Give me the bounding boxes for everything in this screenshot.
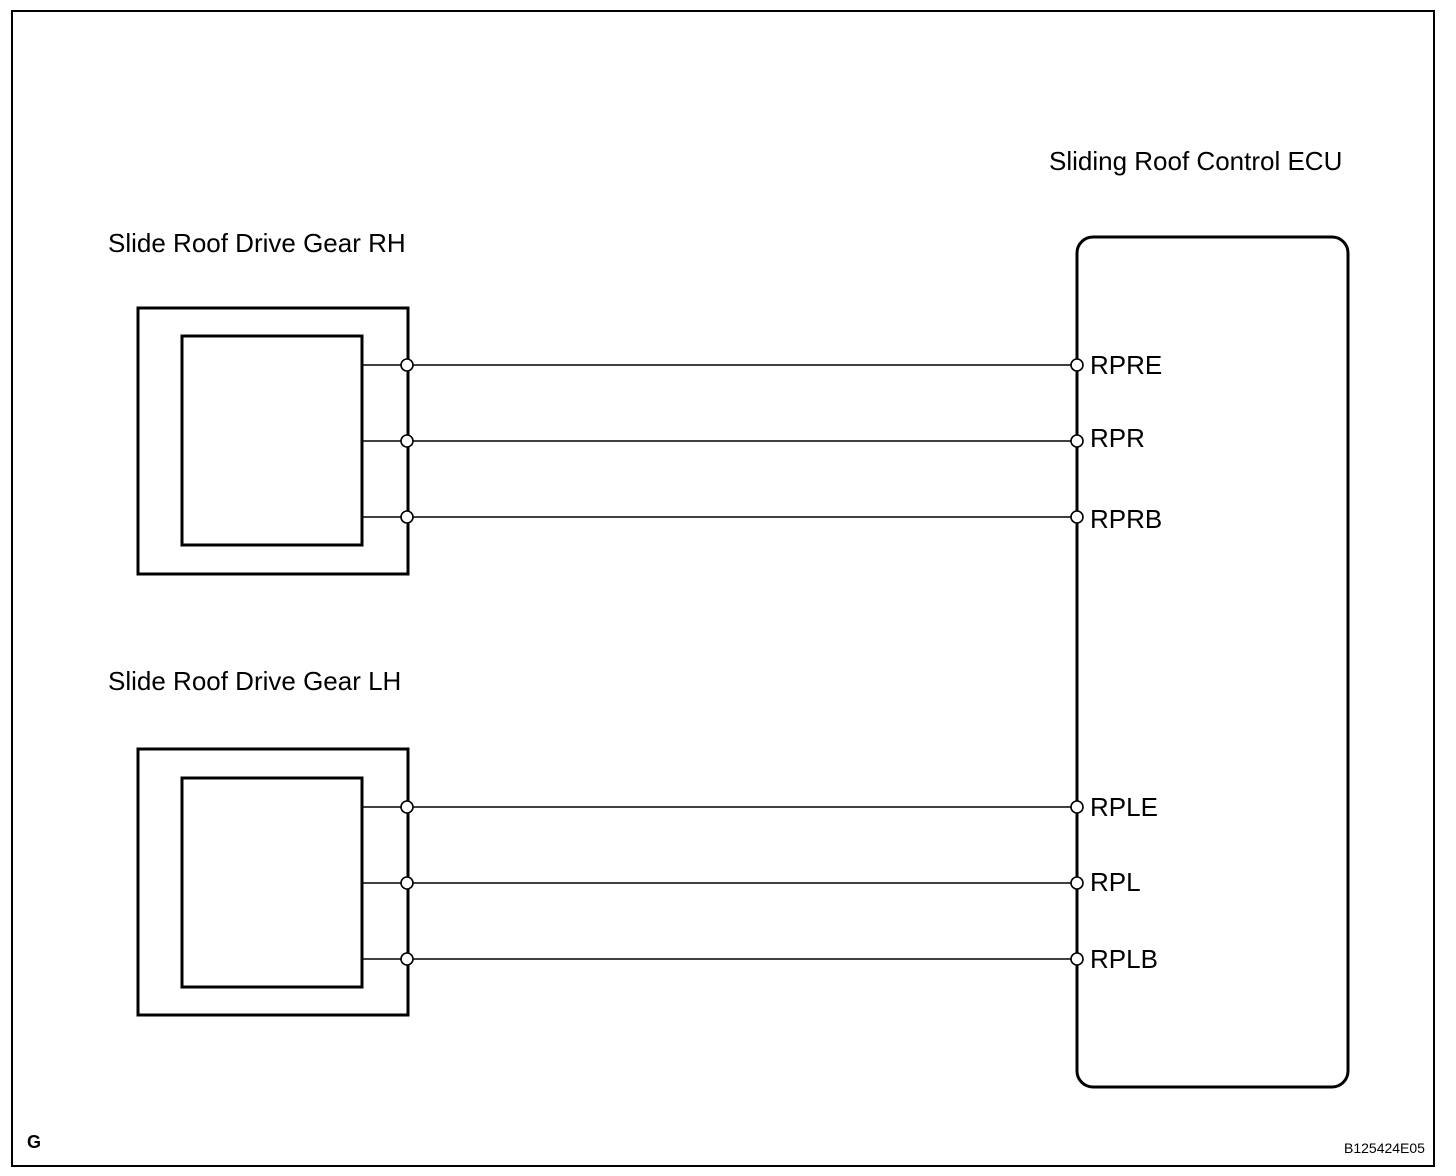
ecu-pin-rprb xyxy=(1070,510,1084,524)
ecu-pin-rple xyxy=(1070,800,1084,814)
ecu-pin-label-rpre: RPRE xyxy=(1090,350,1162,380)
ecu-pin-rpre xyxy=(1070,358,1084,372)
gear-rh-inner-box xyxy=(180,334,364,547)
gear-lh-title: Slide Roof Drive Gear LH xyxy=(108,666,401,696)
gear-rh-pin-2 xyxy=(400,434,414,448)
gear-rh-title: Slide Roof Drive Gear RH xyxy=(108,228,406,258)
gear-lh-pin-1 xyxy=(400,800,414,814)
ecu-block xyxy=(1075,235,1350,1089)
ecu-pin-label-rpr: RPR xyxy=(1090,423,1145,453)
gear-lh-inner-box xyxy=(180,776,364,989)
gear-lh-pin-3 xyxy=(400,952,414,966)
ecu-pin-rpl xyxy=(1070,876,1084,890)
gear-rh-pin-1 xyxy=(400,358,414,372)
footer-left-code: G xyxy=(27,1132,41,1152)
ecu-pin-label-rple: RPLE xyxy=(1090,792,1158,822)
ecu-pin-label-rprb: RPRB xyxy=(1090,504,1162,534)
ecu-pin-label-rplb: RPLB xyxy=(1090,944,1158,974)
ecu-title: Sliding Roof Control ECU xyxy=(1049,146,1342,176)
figure-id: B125424E05 xyxy=(1344,1140,1425,1156)
ecu-pin-label-rpl: RPL xyxy=(1090,867,1141,897)
ecu-pin-rplb xyxy=(1070,952,1084,966)
diagram-frame xyxy=(11,10,1435,1167)
ecu-pin-rpr xyxy=(1070,434,1084,448)
gear-rh-pin-3 xyxy=(400,510,414,524)
gear-lh-pin-2 xyxy=(400,876,414,890)
